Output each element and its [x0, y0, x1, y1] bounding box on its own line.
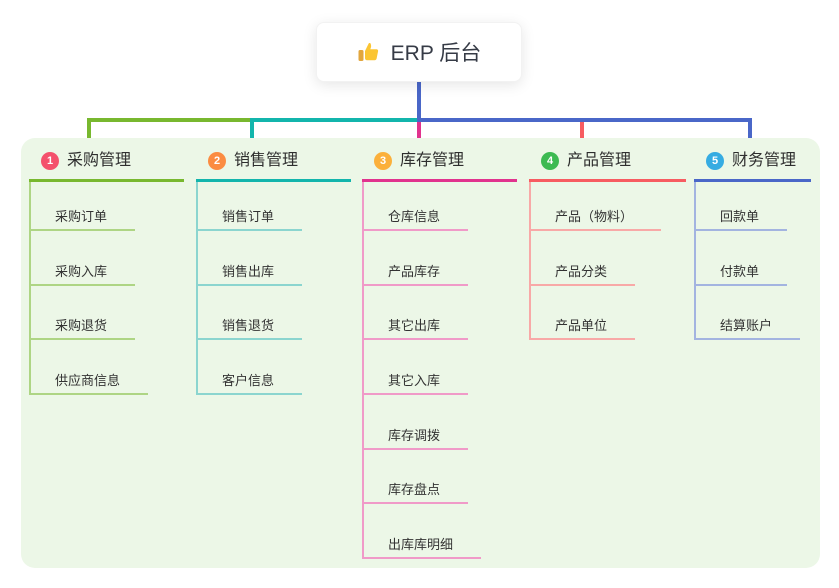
child-node-label: 采购入库: [29, 264, 136, 286]
branch-label: 采购管理: [67, 152, 132, 169]
branch-header-inventory[interactable]: 3 库存管理: [362, 148, 517, 182]
child-node-label: 产品（物料）: [529, 209, 662, 231]
child-node[interactable]: 付款单: [694, 231, 839, 286]
child-node-label: 出库库明细: [362, 537, 482, 560]
branch-children: 产品（物料） 产品分类产品单位: [529, 182, 694, 341]
child-node-label: 结算账户: [694, 318, 801, 341]
child-node[interactable]: 产品库存: [362, 231, 527, 286]
drop-connector-finance: [748, 118, 752, 145]
branch-number-badge: 4: [541, 151, 559, 170]
branch-inventory: 3 库存管理 仓库信息产品库存其它出库其它入库库存调拨库存盘点出库库明细: [362, 148, 527, 560]
child-node[interactable]: 采购入库: [29, 231, 194, 286]
branch-purchase: 1 采购管理 采购订单采购入库采购退货供应商信息: [29, 148, 194, 396]
child-node[interactable]: 结算账户: [694, 286, 839, 341]
branch-finance: 5 财务管理 回款单付款单结算账户: [694, 148, 839, 341]
branch-number-badge: 3: [374, 151, 392, 170]
child-node-label: 产品库存: [362, 264, 469, 286]
child-node[interactable]: 销售出库: [196, 231, 361, 286]
child-node-label: 销售订单: [196, 209, 303, 231]
child-node-label: 采购订单: [29, 209, 136, 231]
root-node-label: ERP 后台: [390, 42, 482, 65]
branch-header-purchase[interactable]: 1 采购管理: [29, 148, 184, 182]
branch-number-badge: 1: [41, 151, 59, 170]
child-node[interactable]: 产品（物料）: [529, 182, 694, 231]
child-node[interactable]: 销售订单: [196, 182, 361, 231]
child-node[interactable]: 库存盘点: [362, 450, 527, 505]
branch-children: 采购订单采购入库采购退货供应商信息: [29, 182, 194, 396]
branch-sales: 2 销售管理 销售订单销售出库销售退货客户信息: [196, 148, 361, 396]
child-node-label: 库存盘点: [362, 482, 469, 505]
branch-header-finance[interactable]: 5 财务管理: [694, 148, 811, 182]
branches-panel: [21, 138, 820, 568]
child-node[interactable]: 产品单位: [529, 286, 694, 341]
branch-label: 产品管理: [567, 152, 632, 169]
child-node[interactable]: 供应商信息: [29, 340, 194, 396]
branch-label: 库存管理: [400, 152, 465, 169]
child-node-label: 采购退货: [29, 318, 136, 341]
branch-header-product[interactable]: 4 产品管理: [529, 148, 686, 182]
child-node[interactable]: 回款单: [694, 182, 839, 231]
child-node-label: 销售出库: [196, 264, 303, 286]
child-node-label: 其它出库: [362, 318, 469, 341]
child-node-label: 仓库信息: [362, 209, 469, 231]
bus-connector-purchase: [87, 118, 254, 122]
child-node-label: 销售退货: [196, 318, 303, 341]
drop-connector-product: [580, 122, 584, 145]
branch-label: 财务管理: [732, 152, 797, 169]
child-node-label: 其它入库: [362, 373, 469, 396]
child-node[interactable]: 仓库信息: [362, 182, 527, 231]
thumbs-up-icon: [357, 40, 381, 64]
child-node-label: 回款单: [694, 209, 788, 231]
root-node[interactable]: ERP 后台: [316, 22, 522, 82]
child-node[interactable]: 采购订单: [29, 182, 194, 231]
child-node[interactable]: 其它入库: [362, 340, 527, 396]
branch-children: 销售订单销售出库销售退货客户信息: [196, 182, 361, 396]
child-node-label: 客户信息: [196, 373, 303, 396]
child-node-label: 供应商信息: [29, 373, 149, 396]
branch-children: 回款单付款单结算账户: [694, 182, 839, 341]
child-node[interactable]: 销售退货: [196, 286, 361, 341]
drop-connector-purchase: [87, 118, 91, 145]
child-node[interactable]: 产品分类: [529, 231, 694, 286]
branch-number-badge: 2: [208, 151, 226, 170]
child-node[interactable]: 出库库明细: [362, 504, 527, 560]
bus-connector-finance: [417, 118, 752, 122]
child-node[interactable]: 采购退货: [29, 286, 194, 341]
child-node-label: 付款单: [694, 264, 788, 286]
child-node[interactable]: 其它出库: [362, 286, 527, 341]
child-node-label: 产品单位: [529, 318, 636, 341]
branch-label: 销售管理: [234, 152, 299, 169]
drop-connector-inventory: [417, 122, 421, 145]
drop-connector-sales: [250, 118, 254, 145]
child-node[interactable]: 库存调拨: [362, 395, 527, 450]
branch-header-sales[interactable]: 2 销售管理: [196, 148, 351, 182]
bus-connector-sales: [252, 118, 419, 122]
root-stem-connector: [417, 82, 421, 120]
branch-number-badge: 5: [706, 151, 724, 170]
child-node[interactable]: 客户信息: [196, 340, 361, 396]
child-node-label: 库存调拨: [362, 428, 469, 450]
branch-product: 4 产品管理 产品（物料） 产品分类产品单位: [529, 148, 694, 341]
branch-children: 仓库信息产品库存其它出库其它入库库存调拨库存盘点出库库明细: [362, 182, 527, 560]
child-node-label: 产品分类: [529, 264, 636, 286]
